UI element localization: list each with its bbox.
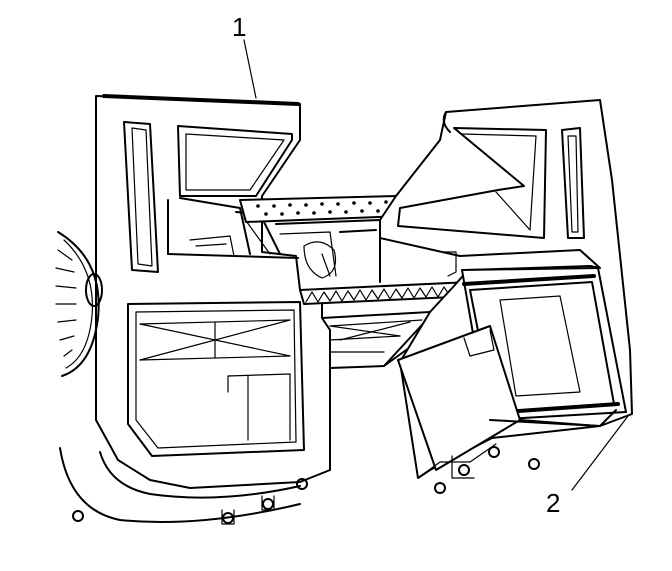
tube-dots-upper <box>256 200 388 216</box>
callout-1: 1 <box>232 12 257 99</box>
callout-2: 2 <box>546 415 629 518</box>
callout-2-label: 2 <box>546 488 560 518</box>
left-case-half <box>55 94 331 525</box>
right-case-half <box>379 99 633 494</box>
callout-1-label: 1 <box>232 12 246 42</box>
